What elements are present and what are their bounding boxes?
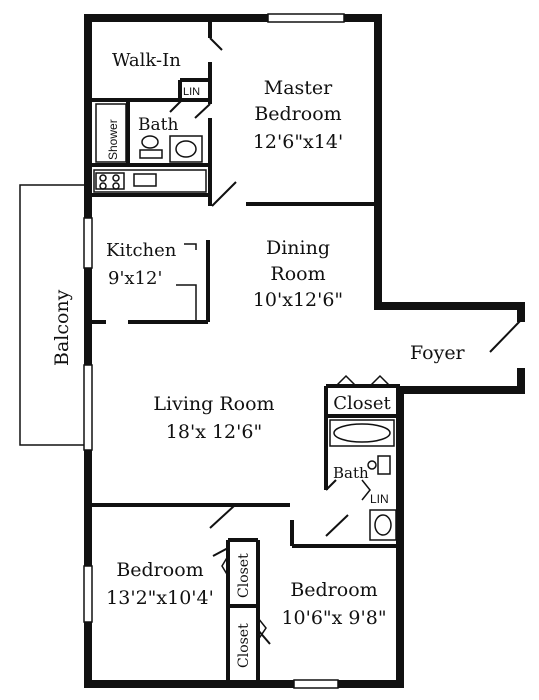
kitchen-size: 9'x12' [108,268,162,289]
door-swings [169,37,522,645]
closet-door-marks [221,374,391,641]
walk-in-label: Walk-In [112,50,181,71]
bedroom-right-size: 10'6"x 9'8" [281,607,386,629]
bedroom-left-size: 13'2"x10'4' [106,587,214,609]
dining-room-name: Dining [266,237,330,259]
bedroom-right-name: Bedroom [290,579,377,601]
kitchen-fixtures [93,169,207,322]
bath-top-fixtures [95,103,203,163]
bath-top-label: Bath [138,115,178,135]
closet-right-label: Closet [236,623,252,668]
kitchen-name: Kitchen [106,240,177,261]
master-bedroom-name: Master [264,77,333,99]
living-room-name: Living Room [153,393,274,415]
bath-lower-fixtures [329,419,397,541]
windows [83,13,345,689]
lin-lower-label: LIN [370,492,389,506]
lin-top-label: LIN [183,86,200,98]
foyer-label: Foyer [410,342,466,364]
living-room-size: 18'x 12'6" [166,421,262,443]
balcony-label: Balcony [51,289,73,366]
shower-label: Shower [106,119,120,160]
master-bedroom-size: 12'6"x14' [253,131,343,153]
interior-walls [92,22,400,684]
bedroom-left-name: Bedroom [116,559,203,581]
balcony-outline [19,184,88,446]
dining-room-name2: Room [270,263,325,285]
master-bedroom-name2: Bedroom [254,103,341,125]
closet-main-label: Closet [333,393,391,414]
closet-left-label: Closet [236,553,252,598]
bath-lower-label: Bath [333,464,369,482]
dining-room-size: 10'x12'6" [253,289,343,311]
